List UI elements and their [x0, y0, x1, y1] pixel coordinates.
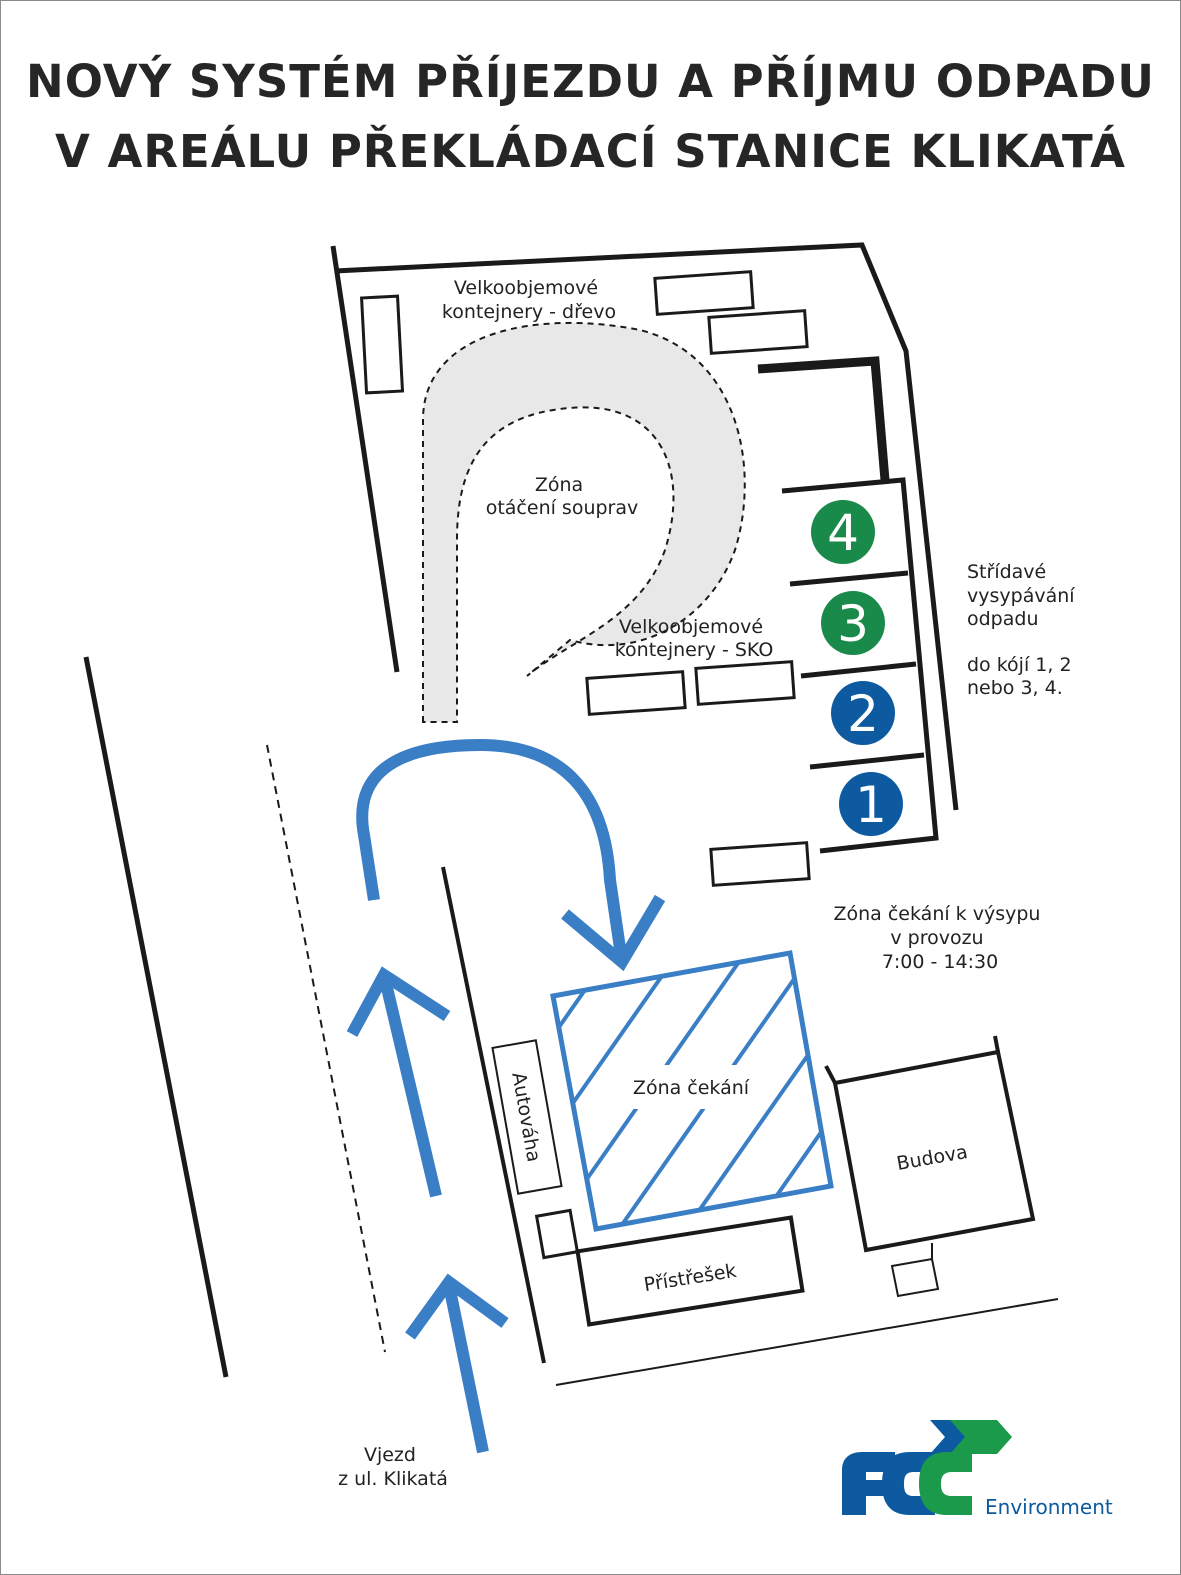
bay-4-number: 4 [827, 504, 859, 562]
logo-chevron-green-2 [972, 1420, 1012, 1454]
bay-divider-2 [800, 661, 917, 679]
scale-outline [491, 1039, 563, 1195]
bay-walls [781, 477, 939, 854]
label-entrance-line-1: Vjezd [364, 1444, 416, 1466]
lane-arrow-upper-head[interactable] [346, 966, 451, 1037]
bay-4-circle [811, 500, 875, 564]
label-wood-containers: Velkoobjemové kontejnery - dřevo [442, 277, 616, 323]
label-sko-containers-line-2: kontejnery - SKO [615, 639, 774, 661]
label-entrance-line-2: z ul. Klikatá [338, 1468, 448, 1490]
label-bays-note-line-1: do kójí 1, 2 [967, 654, 1072, 676]
bay-2-circle [831, 681, 895, 745]
bay-divider-3 [809, 752, 925, 770]
label-waiting-for-dump-line-2: v provozu [890, 927, 983, 949]
bay-2-number: 2 [847, 685, 879, 743]
building-annex [890, 1257, 940, 1298]
bay-3-number: 3 [837, 595, 869, 653]
building-wall-ext-2 [993, 1035, 1000, 1053]
label-sko-containers-line-1: Velkoobjemové [619, 616, 763, 638]
container-sko-1 [585, 670, 687, 716]
logo-environment-text: Environment [985, 1495, 1113, 1519]
entry-arrow-head[interactable] [405, 1273, 509, 1340]
label-turning-zone: Zóna otáčení souprav [486, 474, 639, 519]
small-box [534, 1208, 580, 1260]
logo-letter-c2 [919, 1452, 972, 1515]
label-alternating-line-3: odpadu [967, 608, 1039, 630]
label-alternating-line-1: Střídavé [967, 561, 1046, 583]
entry-arrow-shaft[interactable] [443, 1283, 489, 1454]
label-turning-zone-line-2: otáčení souprav [486, 497, 639, 519]
label-alternating-line-2: vysypávání [967, 585, 1075, 607]
title-line-1: NOVÝ SYSTÉM PŘÍJEZDU A PŘÍJMU ODPADU [26, 55, 1155, 108]
bay-2: 2 [831, 681, 895, 745]
label-waiting-for-dump-line-1: Zóna čekání k výsypu [834, 903, 1041, 925]
building-wall-ext-1 [824, 1065, 837, 1084]
compound-wall [330, 245, 400, 673]
inner-road-line [441, 866, 546, 1364]
bay-back-wall [757, 356, 890, 481]
bay-3: 3 [821, 591, 885, 655]
u-turn-arrow-head[interactable] [561, 894, 666, 972]
container-top-1 [653, 270, 755, 316]
turning-zone [422, 321, 746, 723]
label-sko-containers: Velkoobjemové kontejnery - SKO [615, 616, 774, 661]
label-entrance: Vjezd z ul. Klikatá [338, 1444, 448, 1490]
logo-letter-f [842, 1452, 895, 1515]
container-bottom [709, 841, 811, 887]
bay-1: 1 [839, 772, 903, 836]
bay-1-number: 1 [855, 776, 887, 834]
label-wood-containers-line-2: kontejnery - dřevo [442, 301, 616, 323]
label-waiting-for-dump-line-3: 7:00 - 14:30 [882, 951, 998, 973]
building-outline [832, 1049, 1036, 1253]
compound-wall-top [334, 242, 959, 811]
bay-4: 4 [811, 500, 875, 564]
bay-3-circle [821, 591, 885, 655]
bay-divider-1 [789, 570, 909, 587]
shelter-outline [575, 1215, 805, 1327]
road-edge-line [83, 656, 229, 1378]
label-bays-note: do kójí 1, 2 nebo 3, 4. [967, 654, 1078, 699]
u-turn-arrow[interactable] [356, 739, 628, 963]
lane-arrow-upper-shaft[interactable] [378, 973, 442, 1198]
label-turning-zone-line-1: Zóna [535, 474, 583, 496]
bottom-boundary-line [555, 1298, 1059, 1386]
road-dashed-centerline [266, 744, 386, 1353]
container-sko-2 [694, 660, 796, 706]
fcc-logo: Environment [842, 1420, 1113, 1519]
label-waiting-for-dump: Zóna čekání k výsypu v provozu 7:00 - 14… [834, 903, 1047, 973]
label-waiting-zone: Zóna čekání [633, 1077, 750, 1099]
label-bays-note-line-2: nebo 3, 4. [967, 677, 1063, 699]
bay-1-circle [839, 772, 903, 836]
waiting-zone-label-bg [615, 1065, 765, 1109]
container-left [359, 294, 405, 395]
title-line-2: V AREÁLU PŘEKLÁDACÍ STANICE KLIKATÁ [55, 125, 1126, 178]
container-top-2 [707, 309, 809, 355]
label-alternating: Střídavé vysypávání odpadu [967, 561, 1081, 630]
label-wood-containers-line-1: Velkoobjemové [454, 277, 598, 299]
